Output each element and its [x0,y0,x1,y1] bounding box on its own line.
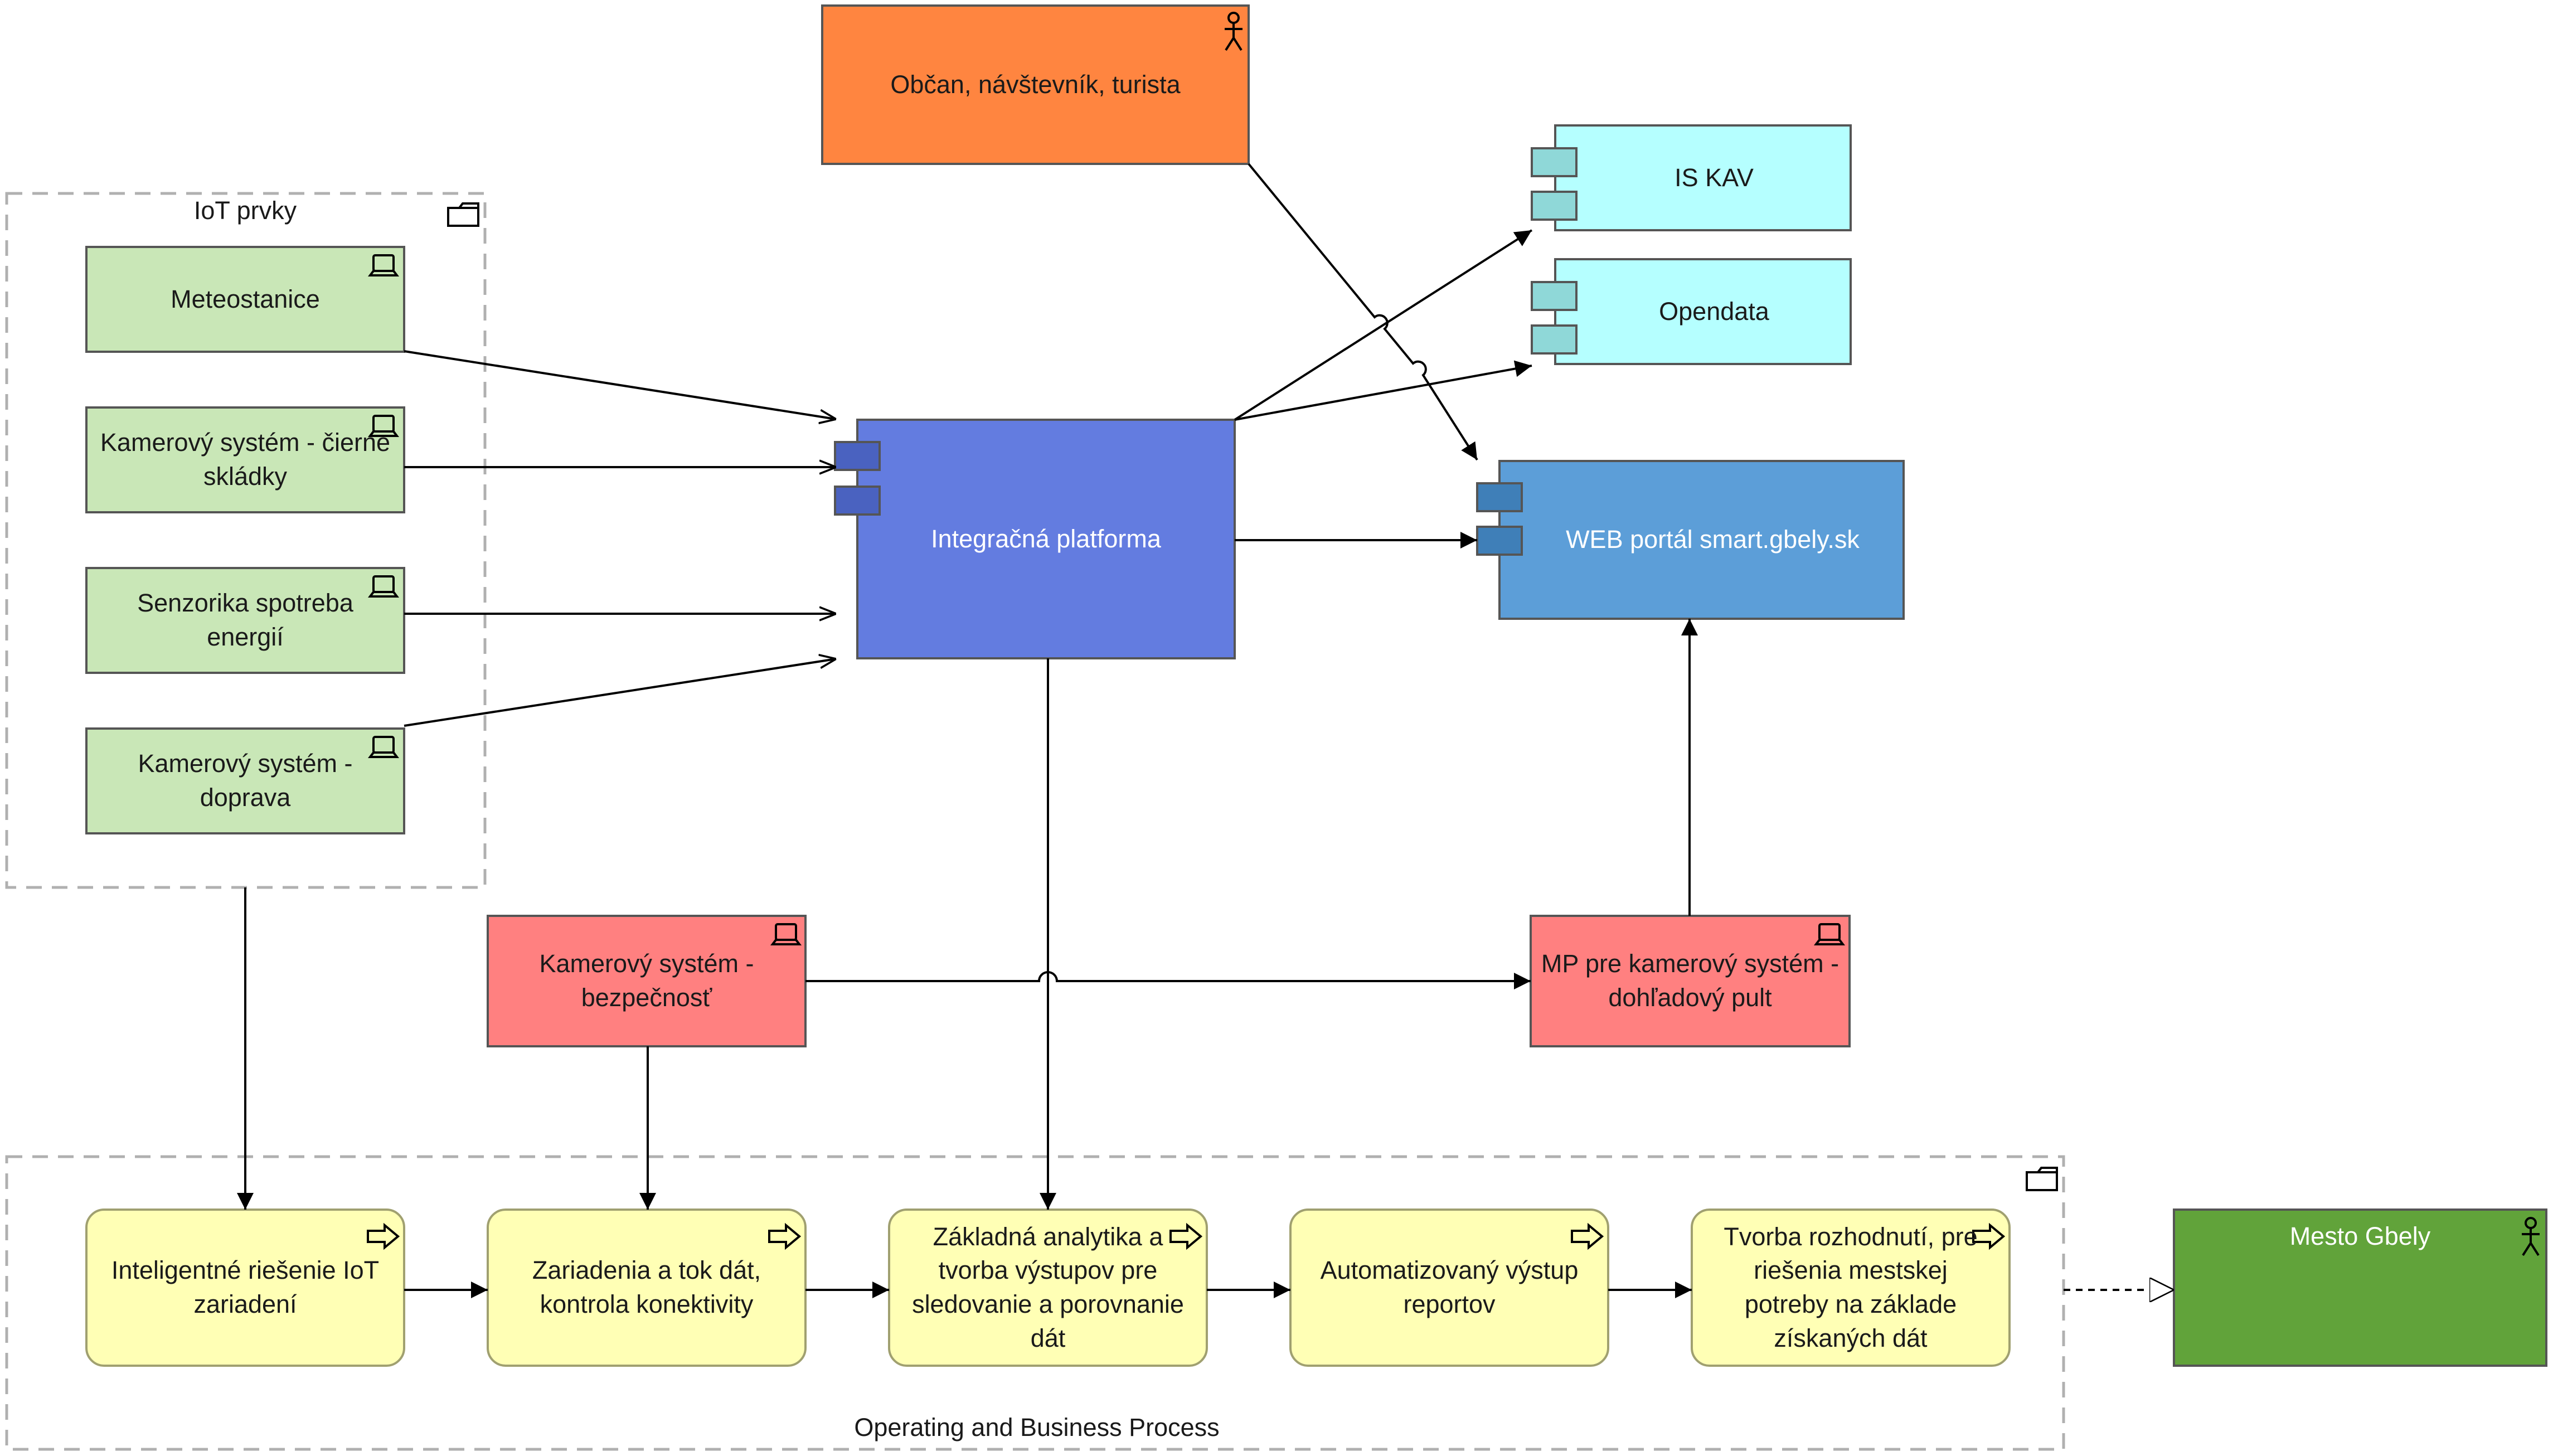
is-kav-label: IS KAV [1675,163,1754,192]
camera-security-box [487,915,807,1047]
folder-icon [447,202,479,227]
process-arrow-icon [768,1222,802,1250]
camera-dump-box [85,406,405,513]
process-arrow-icon [1169,1222,1203,1250]
device-icon [1814,923,1845,945]
component-icon [1476,482,1523,556]
component-icon [834,441,881,516]
mp-camera-box [1530,915,1851,1047]
is-kav-box [1554,124,1852,231]
device-icon [770,923,802,945]
citizen-label: Občan, návštevník, turista [890,70,1181,99]
process-analytics-label: Základná analytika a tvorba výstupov pre… [912,1222,1184,1352]
platform-label: Integračná platforma [931,524,1161,553]
edge-citizen-portal [1248,163,1478,461]
mesto-label: Mesto Gbely [2289,1222,2431,1250]
meteostanice-label: Meteostanice [171,284,320,313]
edge-camsecurity-mp [805,971,1531,989]
folder-icon [2026,1167,2058,1191]
process-devices-label: Zariadenia a tok dát, kontrola konektivi… [532,1256,761,1318]
actor-icon [1225,12,1242,51]
component-icon [1531,147,1578,221]
actor-icon [2522,1217,2540,1256]
platform-box [856,419,1236,659]
opendata-label: Opendata [1659,297,1769,326]
camera-security-label: Kamerový systém - bezpečnosť [539,949,754,1012]
sensor-energy-label: Senzorika spotreba energií [137,589,353,651]
component-icon [1531,281,1578,355]
process-report-label: Automatizovaný výstup reportov [1320,1256,1579,1318]
process-group [5,1155,2065,1451]
process-iot-label: Inteligentné riešenie IoT zariadení [111,1256,380,1318]
mp-camera-label: MP pre kamerový systém - dohľadový pult [1541,949,1839,1012]
edge-platform-iskav [1234,229,1533,421]
process-group-title: Operating and Business Process [854,1413,1220,1442]
edge-camtraffic-platform [404,659,836,727]
process-arrow-icon [367,1222,400,1250]
device-icon [368,415,399,437]
camera-traffic-box [85,727,405,834]
device-icon [368,254,399,276]
web-portal-box [1498,460,1905,620]
opendata-box [1554,258,1852,365]
process-decision-box [1691,1209,2011,1367]
process-arrow-icon [1972,1222,2006,1250]
iot-group-title: IoT prvky [193,196,297,225]
edge-meteo-platform [404,350,836,419]
edge-platform-opendata [1234,360,1532,421]
process-decision-label: Tvorba rozhodnutí, pre riešenia mestskej… [1724,1222,1978,1352]
process-arrow-icon [1571,1222,1604,1250]
citizen-actor-box [821,4,1250,165]
web-portal-label: WEB portál smart.gbely.sk [1566,525,1860,554]
meteostanice-box [85,246,405,353]
sensor-energy-box [85,567,405,674]
device-icon [368,736,399,758]
mesto-actor-box [2173,1209,2547,1367]
camera-dump-label: Kamerový systém - čierne skládky [100,428,391,491]
process-report-box [1289,1209,1609,1367]
camera-traffic-label: Kamerový systém - doprava [138,749,353,812]
device-icon [368,575,399,598]
